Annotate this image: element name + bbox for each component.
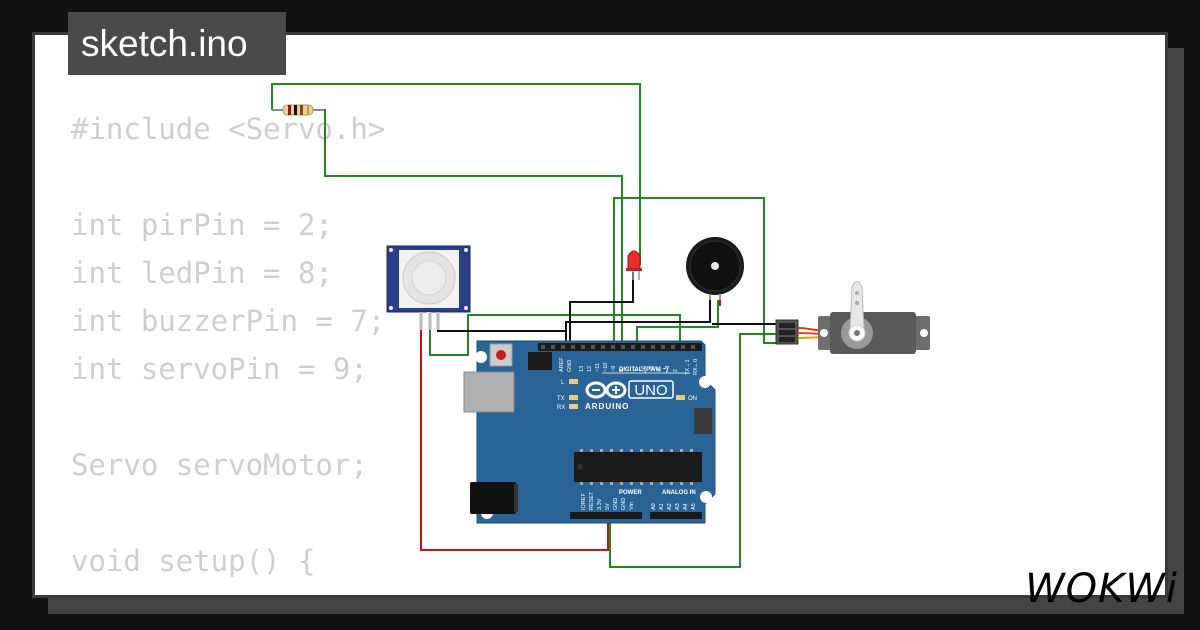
pin-label: Vin xyxy=(629,502,635,510)
pin-label: IOREF xyxy=(581,493,587,510)
pin-label: RX←0 xyxy=(693,359,699,375)
pin-label: RESET xyxy=(589,491,595,510)
red-led xyxy=(626,250,642,280)
code-line: pinMode(pirPin, INPUT); xyxy=(71,585,508,595)
pin-label: ~3 xyxy=(665,366,671,372)
digital-pin-labels: AREF GND 13 12 ~11 ~10 ~9 8 7 ~6 ~5 4 ~3… xyxy=(559,357,699,375)
tx-label: TX xyxy=(557,396,565,402)
pin-label: 3.3V xyxy=(597,498,603,510)
pin-label: TX→1 xyxy=(685,359,691,375)
wokwi-logo: WOKWi xyxy=(1025,566,1178,612)
led-l-label: L xyxy=(561,380,565,386)
pin-label: A2 xyxy=(667,503,673,510)
wire-buzzer xyxy=(636,300,719,346)
board-model: UNO xyxy=(634,382,667,399)
wire-pir-signal xyxy=(429,314,681,356)
pin-label: 8 xyxy=(619,369,625,372)
resistor xyxy=(272,104,324,116)
code-line: #include <Servo.h> xyxy=(71,112,386,146)
analog-pin-labels: A0 A1 A2 A3 A4 A5 xyxy=(651,503,697,510)
pin-label: 12 xyxy=(587,366,593,372)
piezo-buzzer xyxy=(686,237,744,300)
pin-label: 2 xyxy=(673,369,679,372)
code-line: int servoPin = 9; xyxy=(71,352,368,386)
wire-gnd-bus xyxy=(565,296,711,346)
code-line: int ledPin = 8; xyxy=(71,256,333,290)
wire-servo-power xyxy=(609,333,776,568)
power-label: POWER xyxy=(619,490,642,496)
pin-label: ~11 xyxy=(595,363,601,372)
arduino-uno-board: AREF GND 13 12 ~11 ~10 ~9 8 7 ~6 ~5 4 ~3… xyxy=(463,340,716,524)
code-line: int buzzerPin = 7; xyxy=(71,304,386,338)
wokwi-logo-text: WOKWi xyxy=(1025,566,1178,612)
analog-label: ANALOG IN xyxy=(662,490,696,496)
wire-pir-vcc xyxy=(420,330,609,551)
digital-header-label: DIGITAL (PWM ~) xyxy=(619,367,668,373)
pin-label: 13 xyxy=(579,366,585,372)
power-pin-labels: IOREF RESET 3.3V 5V GND GND Vin xyxy=(581,491,635,510)
pin-label: A3 xyxy=(675,503,681,510)
rx-label: RX xyxy=(557,405,565,411)
board-brand: ARDUINO xyxy=(585,402,629,411)
pin-label: 4 xyxy=(657,369,663,372)
pir-sensor: + D − xyxy=(386,245,471,330)
arduino-logo-icon xyxy=(585,381,627,399)
wire-servo-signal xyxy=(613,197,776,346)
pin-label: 7 xyxy=(633,369,639,372)
pin-label: 5V xyxy=(605,503,611,510)
wire-resistor-pin xyxy=(323,109,623,346)
wire-resistor-led xyxy=(271,83,641,265)
code-line: void setup() { xyxy=(71,544,316,578)
code-line: Servo servoMotor; xyxy=(71,448,368,482)
pin-label: GND xyxy=(613,498,619,510)
pin-label: ~10 xyxy=(603,363,609,372)
code-preview: #include <Servo.h> int pirPin = 2; int led… xyxy=(71,105,508,595)
wires xyxy=(271,83,776,568)
wire-led-gnd xyxy=(569,272,634,346)
pin-label: ~9 xyxy=(611,366,617,372)
code-line: int pirPin = 2; xyxy=(71,208,333,242)
pin-label: GND xyxy=(567,360,573,372)
pin-label: A5 xyxy=(691,503,697,510)
on-label: ON xyxy=(688,396,697,402)
servo-motor xyxy=(775,281,930,354)
pin-label: A1 xyxy=(659,503,665,510)
pin-label: GND xyxy=(621,498,627,510)
usb-port xyxy=(463,371,515,413)
pin-label: AREF xyxy=(559,357,565,372)
pin-label: ~6 xyxy=(641,366,647,372)
pin-label: A4 xyxy=(683,503,689,510)
pin-label: ~5 xyxy=(649,366,655,372)
wire-pir-gnd xyxy=(437,330,566,332)
sketch-tab-title: sketch.ino xyxy=(68,12,286,75)
pin-label: A0 xyxy=(651,503,657,510)
